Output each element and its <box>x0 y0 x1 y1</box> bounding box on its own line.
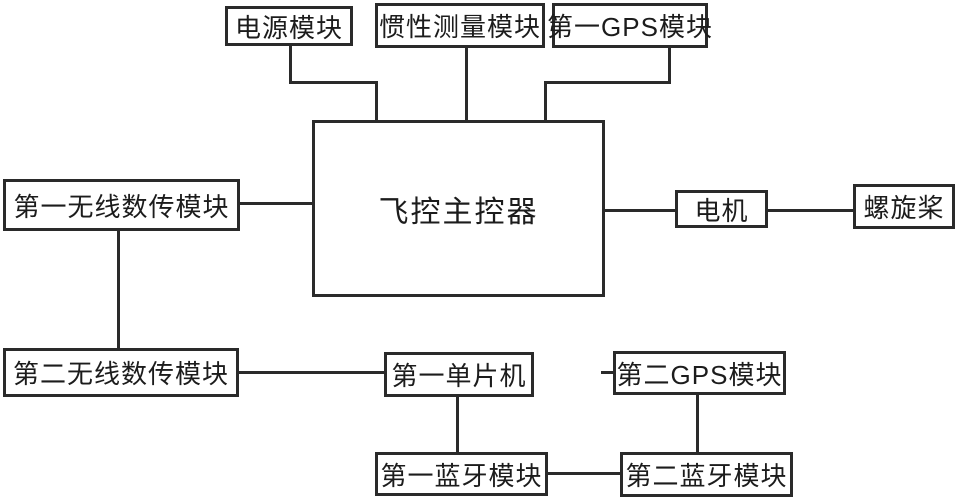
node-label: 第一单片机 <box>391 361 527 391</box>
node-label: 第一GPS模块 <box>547 12 713 42</box>
node-second-wireless-datalink-module: 第二无线数传模块 <box>3 348 239 397</box>
connector-radio2-to-mcu1-h <box>239 371 385 374</box>
node-label: 惯性测量模块 <box>378 12 541 42</box>
node-second-bluetooth-module: 第二蓝牙模块 <box>620 452 793 497</box>
node-first-gps-module: 第一GPS模块 <box>547 3 712 48</box>
connector-gps2-to-bt2-v <box>696 394 699 453</box>
node-label: 电源模块 <box>234 12 343 43</box>
connector-gps1-to-fcc-v2 <box>544 81 547 120</box>
connector-radio1-to-fcc-h <box>240 202 313 205</box>
connector-bt1-to-bt2-h <box>548 472 620 475</box>
node-label: 飞控主控器 <box>378 195 539 229</box>
node-inertial-measurement-module: 惯性测量模块 <box>375 3 545 48</box>
node-second-gps-module: 第二GPS模块 <box>613 351 786 395</box>
node-first-wireless-datalink-module: 第一无线数传模块 <box>3 179 240 231</box>
connector-power-to-fcc-v1 <box>289 45 292 84</box>
node-label: 螺旋桨 <box>863 193 945 223</box>
connector-radio1-to-radio2-v <box>117 231 120 348</box>
connector-imu-to-fcc-v <box>465 47 468 120</box>
connector-gps2-left-stub <box>601 371 613 374</box>
connector-mcu1-to-bt1-v <box>456 396 459 453</box>
node-label: 第二GPS模块 <box>616 359 783 390</box>
node-power-module: 电源模块 <box>225 6 353 46</box>
node-first-bluetooth-module: 第一蓝牙模块 <box>375 452 548 496</box>
node-label: 第二无线数传模块 <box>12 359 229 389</box>
connector-motor-to-prop-h <box>768 209 853 212</box>
node-label: 电机 <box>694 195 749 226</box>
node-motor: 电机 <box>675 190 768 228</box>
node-first-mcu: 第一单片机 <box>384 352 534 397</box>
node-flight-control-main-controller: 飞控主控器 <box>312 120 605 297</box>
node-propeller: 螺旋桨 <box>853 184 955 229</box>
connector-gps1-to-fcc-h <box>544 81 671 84</box>
node-label: 第二蓝牙模块 <box>625 461 788 491</box>
node-label: 第一无线数传模块 <box>13 191 230 222</box>
connector-power-to-fcc-v2 <box>375 81 378 120</box>
connector-power-to-fcc-h <box>289 81 378 84</box>
connector-gps1-to-fcc-v1 <box>668 47 671 84</box>
node-label: 第一蓝牙模块 <box>380 460 543 491</box>
connector-fcc-to-motor-h <box>604 209 675 212</box>
